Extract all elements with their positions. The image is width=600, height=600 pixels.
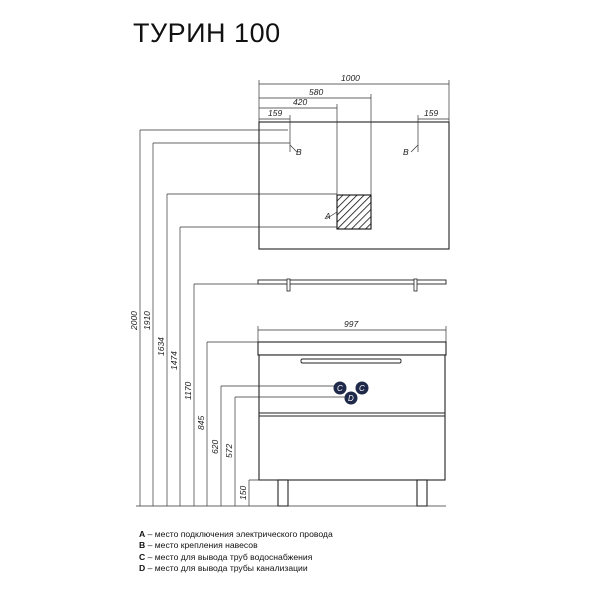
countertop	[257, 341, 447, 356]
mirror-width-dims	[258, 80, 450, 195]
height-150-label: 150	[238, 486, 248, 500]
marker-b-left: B	[296, 147, 302, 157]
legend-item-a: A – место подключения электрического про…	[139, 529, 333, 539]
height-845-label: 845	[196, 416, 206, 430]
glass-shelf	[257, 279, 447, 285]
height-1910-label: 1910	[142, 311, 152, 330]
water-outlet-right	[355, 381, 369, 395]
marker-c-right: C	[359, 384, 365, 393]
width-420-label: 420	[293, 97, 307, 107]
cabinet-body	[258, 354, 446, 481]
legend-item-c: C – место для вывода труб водоснабжения	[139, 551, 313, 562]
marker-a: A	[324, 211, 331, 221]
height-2000-label: 2000	[129, 311, 139, 331]
height-620-label: 620	[210, 440, 220, 454]
leg-left	[277, 479, 289, 507]
drawer-handle	[300, 358, 402, 364]
marker-d: D	[348, 394, 354, 403]
legend-item-d: D – место для вывода трубы канализации	[139, 562, 308, 573]
width-580-label: 580	[309, 87, 323, 97]
height-1474-label: 1474	[169, 351, 179, 370]
width-159-left-label: 159	[268, 108, 282, 118]
marker-c-left: C	[337, 384, 343, 393]
height-1634-label: 1634	[156, 337, 166, 356]
height-572-label: 572	[224, 444, 234, 458]
marker-b-right: B	[403, 147, 409, 157]
mirror-outline	[258, 121, 450, 250]
height-dim-lines	[136, 129, 446, 507]
shelf-bracket-left	[286, 278, 291, 292]
socket-area	[336, 194, 372, 230]
product-title: ТУРИН 100	[133, 18, 281, 48]
leg-right	[416, 479, 428, 507]
shelf-bracket-right	[413, 278, 418, 292]
width-1000-label: 1000	[341, 73, 360, 83]
height-1170-label: 1170	[183, 381, 193, 400]
width-159-right-label: 159	[424, 108, 438, 118]
drain-outlet	[344, 391, 358, 405]
width-997-label: 997	[344, 319, 358, 329]
legend: A – место подключения электрического про…	[139, 529, 333, 574]
legend-item-b: B – место крепления навесов	[139, 540, 258, 551]
water-outlet-left	[333, 381, 347, 395]
